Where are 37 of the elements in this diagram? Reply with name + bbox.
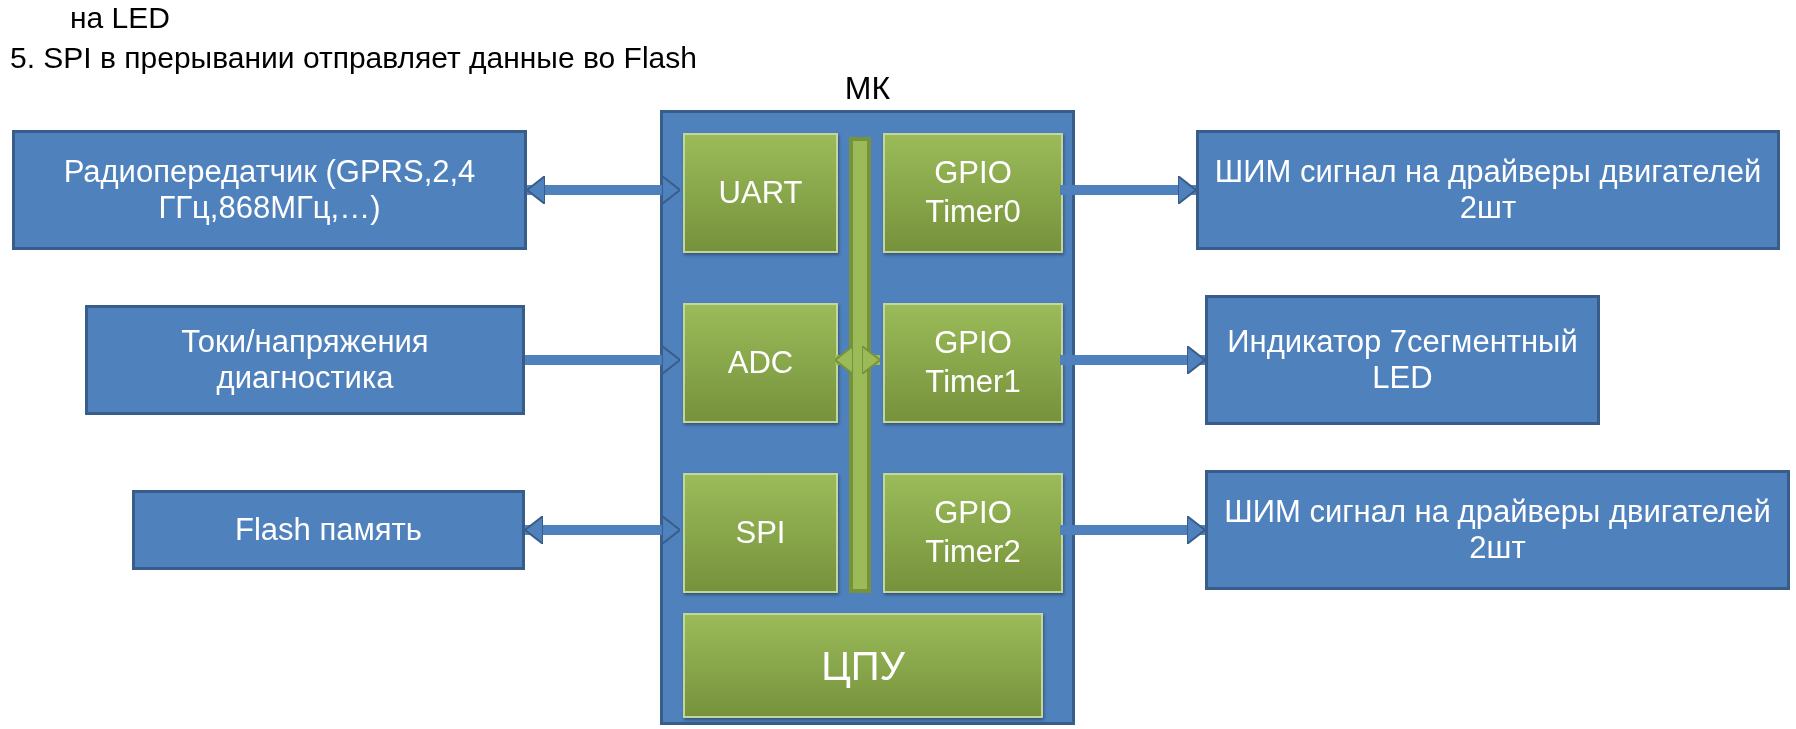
module-block [883,133,1063,253]
box-label: ШИМ сигнал на драйверы двигателей 2шт [1213,154,1763,226]
box-label: GPIO Timer0 [924,154,1022,231]
note-text: 5. SPI в прерывании отправляет данные во Flash [10,40,697,76]
box-label: ЦПУ [821,642,905,690]
module-block [883,473,1063,593]
bus-bar [849,137,871,593]
module-block [883,303,1063,423]
peripheral-box [85,305,525,415]
box-label: GPIO Timer2 [924,494,1022,571]
block-arrow [524,515,681,545]
box-label: Радиопередатчик (GPRS,2,4 ГГц,868МГц,…) [62,154,477,226]
peripheral-box [1205,295,1600,425]
block-arrow [525,345,681,375]
block-title: МК [843,69,892,108]
block-arrow [1060,345,1206,375]
box-label: SPI [735,513,786,552]
block-arrow [834,345,881,375]
peripheral-box [1205,470,1790,590]
box-label: Токи/напряжения диагностика [180,324,430,396]
module-block [683,613,1043,718]
box-label: GPIO Timer1 [924,324,1022,401]
peripheral-box [1196,130,1780,250]
module-block [683,303,838,423]
box-label: Индикатор 7сегментный LED [1226,324,1579,396]
module-block [683,473,838,593]
block-arrow [1060,515,1206,545]
peripheral-box [12,130,527,250]
box-label: UART [718,173,803,212]
block-arrow [526,175,681,205]
module-block [683,133,838,253]
box-label: Flash память [235,512,422,548]
peripheral-box [132,490,525,570]
note-text: на LED [70,0,170,36]
box-label: ШИМ сигнал на драйверы двигателей 2шт [1223,494,1772,566]
box-label: ADC [727,343,794,382]
block-arrow [1060,175,1197,205]
